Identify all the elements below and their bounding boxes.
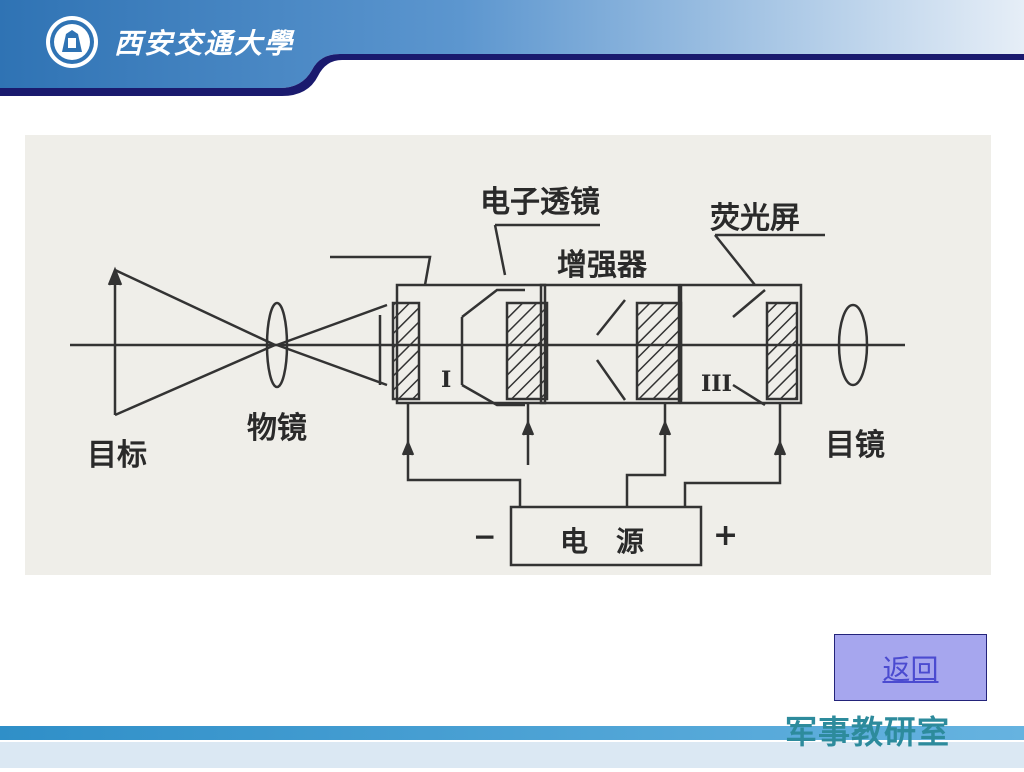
eyepiece-lens: [837, 303, 869, 387]
label-electron-lens: 电子透镜: [480, 185, 600, 220]
footer-background: [0, 726, 1024, 768]
tube-stage-3: [679, 283, 803, 405]
university-name: 西安交通大學: [114, 27, 295, 60]
header-background: [0, 0, 1024, 96]
logo-area: 西安交通大學: [44, 14, 294, 70]
university-seal-icon: [46, 16, 98, 68]
label-stage-1: I: [441, 367, 452, 393]
label-objective: 物镜: [247, 411, 307, 446]
return-button[interactable]: 返回: [834, 634, 987, 701]
label-intensifier: 增强器: [557, 248, 647, 283]
wire-negative: [406, 403, 522, 507]
label-eyepiece: 目镜: [825, 428, 885, 463]
header-banner: 西安交通大學: [0, 0, 1024, 98]
label-target: 目标: [87, 438, 147, 473]
diagram-drawing: [70, 223, 905, 567]
image-intensifier-diagram: 电子透镜 增强器 荧光屏 目标 物镜 目镜 电 源 − + I III: [25, 135, 991, 575]
objective-lens: [265, 301, 289, 389]
power-supply-box: [509, 505, 703, 567]
label-power-supply: 电 源: [560, 525, 645, 558]
label-plus: +: [713, 518, 739, 553]
wire-positive: [683, 403, 782, 507]
footer-band: [0, 718, 1024, 768]
label-phosphor-screen: 荧光屏: [710, 201, 800, 236]
label-minus: −: [473, 520, 497, 553]
label-stage-3: III: [701, 371, 732, 397]
department-name: 军事教研室: [785, 713, 951, 751]
light-cone: [114, 268, 279, 417]
